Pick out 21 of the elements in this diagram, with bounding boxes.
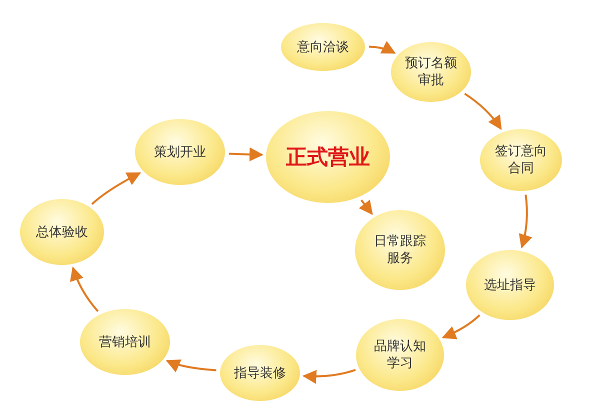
ellipse-node: 品牌认知学习 xyxy=(356,319,444,391)
arrow xyxy=(228,147,264,162)
ellipse-node: 总体验收 xyxy=(20,199,104,265)
ellipse-node: 意向洽谈 xyxy=(281,23,365,71)
arrow xyxy=(358,199,373,215)
ellipse-node: 签订意向合同 xyxy=(480,129,562,191)
arrow xyxy=(464,92,502,130)
ellipse-node: 策划开业 xyxy=(135,119,225,185)
arrow xyxy=(91,172,142,205)
arrow xyxy=(70,266,99,312)
ellipse-node: 选址指导 xyxy=(466,250,554,320)
arrow xyxy=(368,41,396,54)
arrow xyxy=(442,314,480,340)
arrow xyxy=(518,194,532,249)
ellipse-node: 日常跟踪服务 xyxy=(355,210,445,290)
ellipse-node: 指导装修 xyxy=(220,345,300,401)
arrow xyxy=(166,359,216,372)
ellipse-node: 正式营业 xyxy=(266,111,390,203)
ellipse-node: 预订名额审批 xyxy=(391,42,471,102)
arrow xyxy=(302,368,356,384)
ellipse-node: 营销培训 xyxy=(80,309,170,375)
